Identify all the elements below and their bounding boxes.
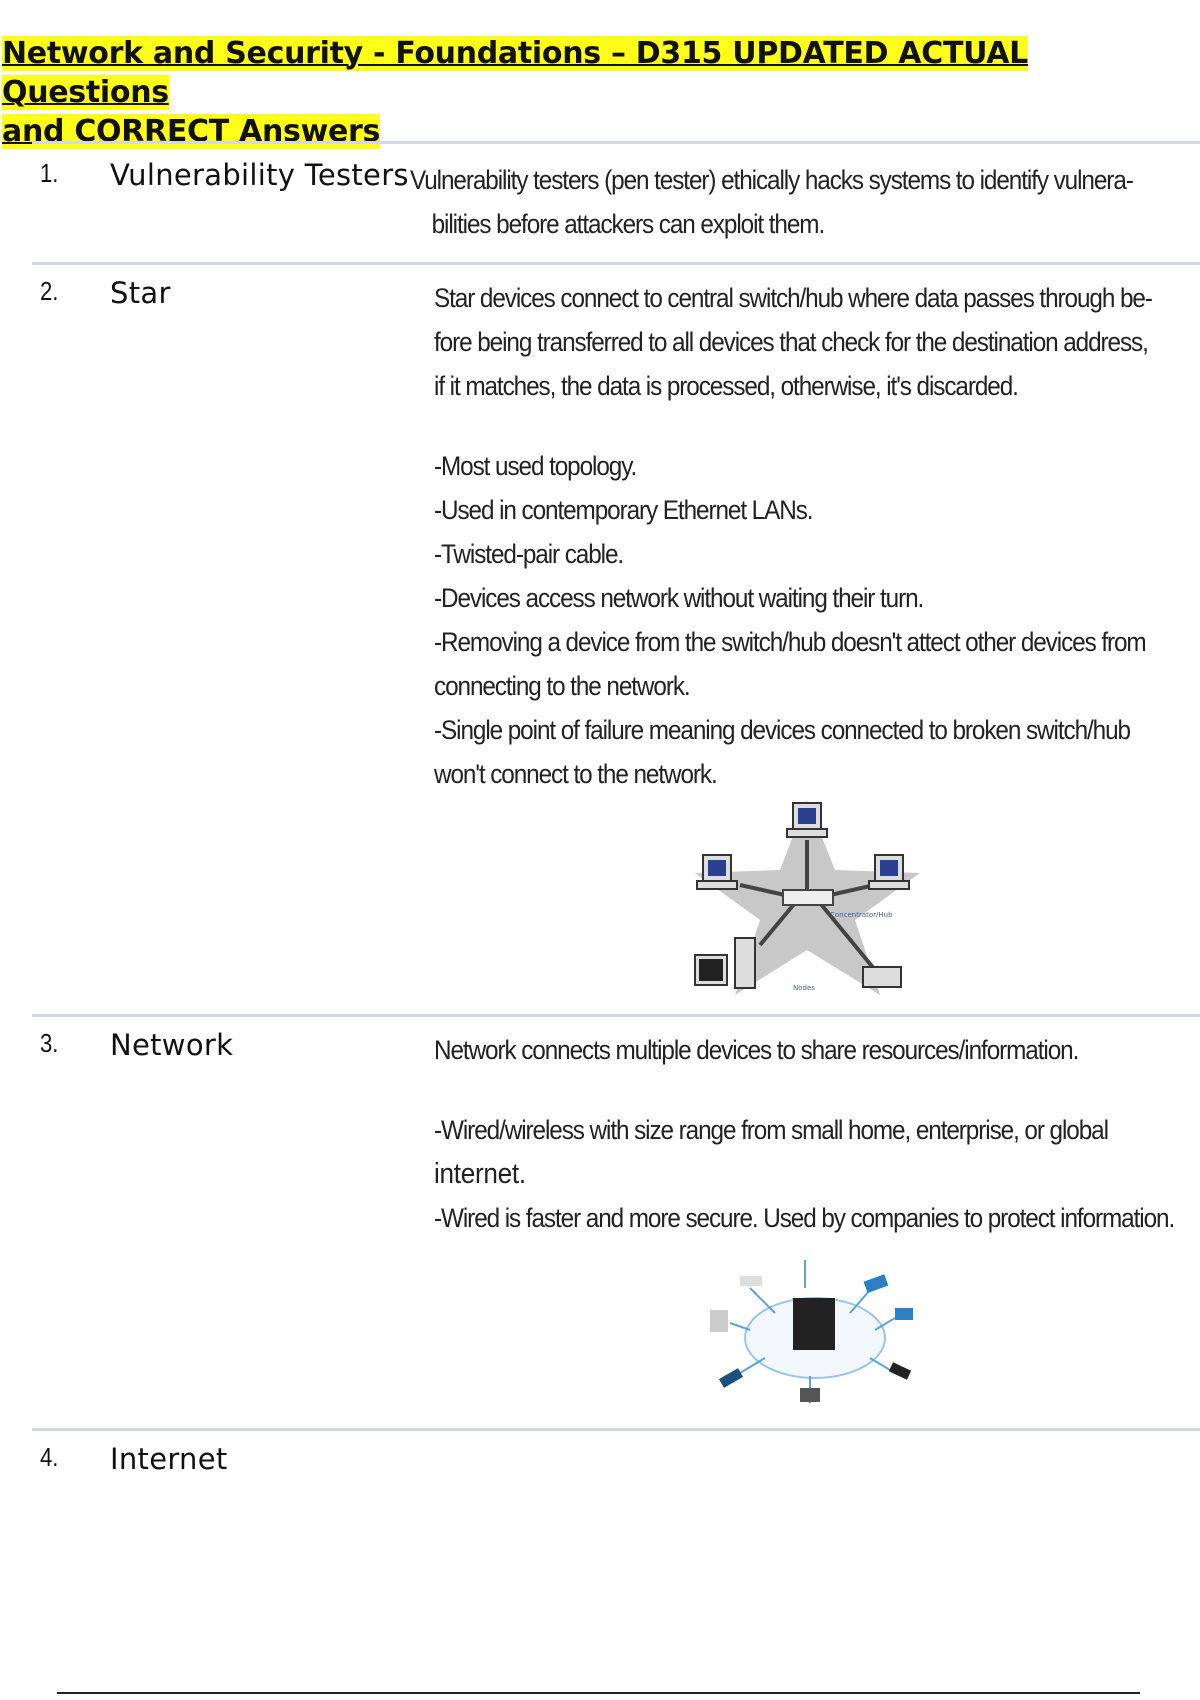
star-topology-diagram: Concentrator/Hub Nodes [694,800,920,995]
divider [32,262,1200,265]
divider [32,1014,1200,1017]
card-number: 1. [40,158,59,188]
card-term: Star [110,276,171,310]
card-term: Vulnerability Testers [110,158,409,192]
page-footer-rule [57,1692,1140,1694]
card-definition: Vulnerability testers (pen tester) ethic… [410,165,1134,239]
card-number: 3. [40,1028,59,1058]
card-definition: Star devices connect to central switch/h… [434,283,1153,789]
hub-label: Concentrator/Hub [830,911,893,919]
document-title: Network and Security - Foundations – D31… [2,36,1028,149]
divider [32,1428,1200,1431]
divider [32,141,1200,144]
network-diagram [710,1260,913,1403]
nodes-label: Nodes [793,984,815,992]
card-term: Internet [110,1442,228,1476]
card-number: 4. [40,1442,59,1472]
card-definition: Network connects multiple devices to sha… [434,1035,1175,1233]
card-term: Network [110,1028,234,1062]
card-number: 2. [40,276,59,306]
